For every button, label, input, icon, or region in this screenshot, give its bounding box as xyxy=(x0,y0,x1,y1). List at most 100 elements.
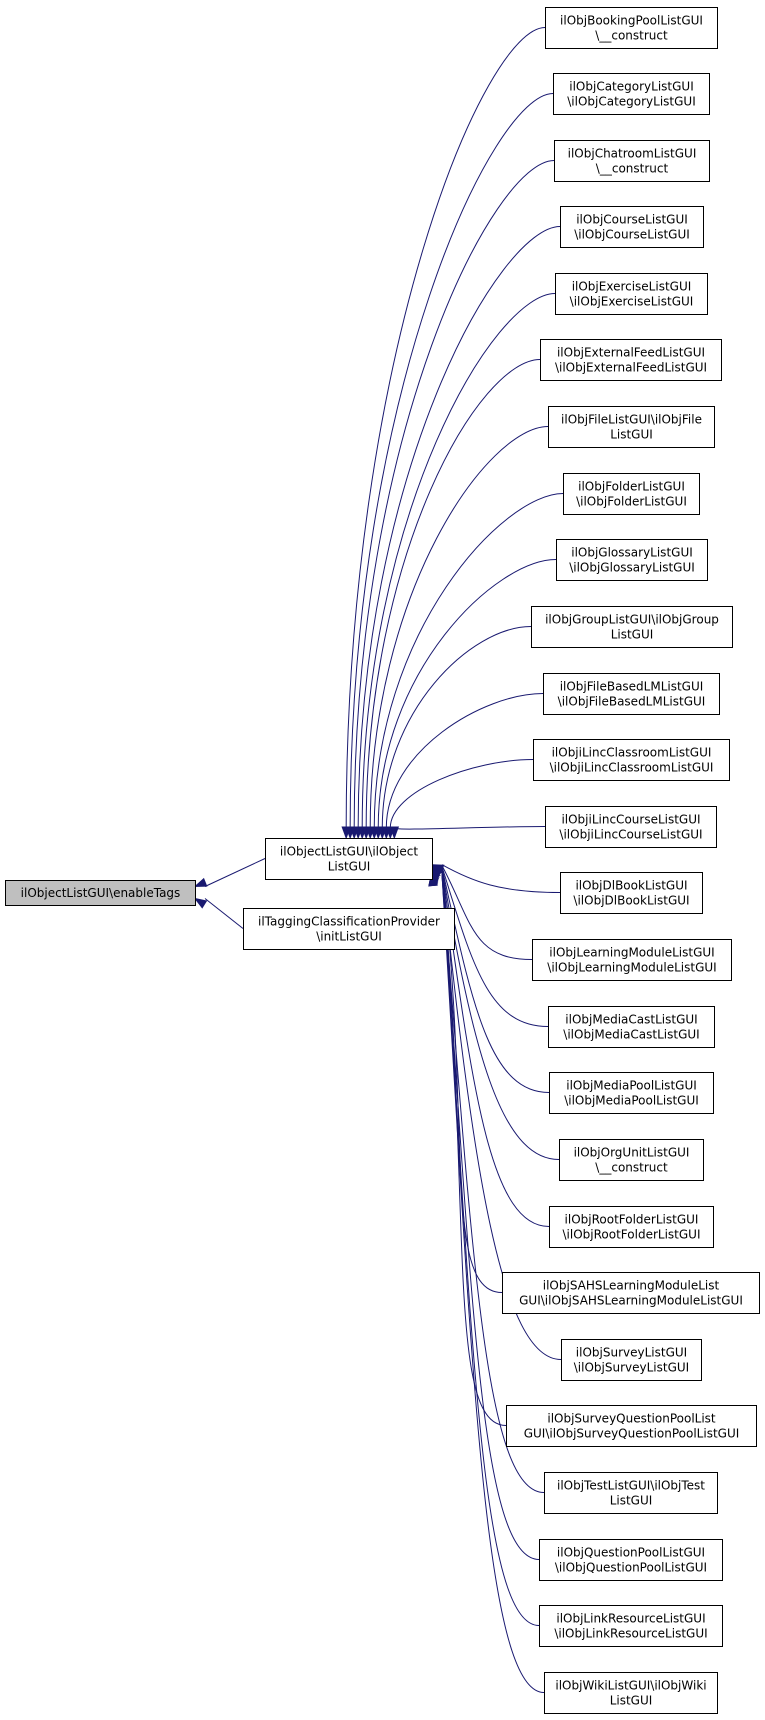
node-surveyqpool[interactable]: ilObjSurveyQuestionPoolListGUI\ilObjSurv… xyxy=(506,1405,757,1447)
node-ilinccourse[interactable]: ilObjiLincCourseListGUI\ilObjiLincCourse… xyxy=(545,806,717,848)
node-label-line: \__construct xyxy=(596,162,669,176)
node-mediapool[interactable]: ilObjMediaPoolListGUI\ilObjMediaPoolList… xyxy=(549,1072,714,1114)
node-label-line: ilObjTestListGUI\ilObjTest xyxy=(557,1479,705,1493)
edge-group-to-objlist xyxy=(377,626,532,840)
node-label-line: ListGUI xyxy=(610,428,653,442)
node-box xyxy=(545,7,718,49)
node-box xyxy=(532,939,732,981)
edge-qpool-to-objlist xyxy=(428,872,540,1560)
node-box xyxy=(502,1272,760,1314)
edge-line xyxy=(345,27,546,829)
edge-ilinccourse-to-objlist xyxy=(389,826,546,840)
node-qpool[interactable]: ilObjQuestionPoolListGUI\ilObjQuestionPo… xyxy=(539,1539,723,1581)
node-label-line: \__construct xyxy=(595,29,668,43)
node-dlbook[interactable]: ilObjDlBookListGUI\ilObjDlBookListGUI xyxy=(560,872,703,914)
node-survey[interactable]: ilObjSurveyListGUI\ilObjSurveyListGUI xyxy=(561,1339,702,1381)
node-box xyxy=(544,1472,718,1514)
edge-line xyxy=(369,426,549,829)
node-folder[interactable]: ilObjFolderListGUI\ilObjFolderListGUI xyxy=(563,473,700,515)
node-extfeed[interactable]: ilObjExternalFeedListGUI\ilObjExternalFe… xyxy=(540,339,722,381)
node-box xyxy=(5,880,196,906)
node-rootfolder[interactable]: ilObjRootFolderListGUI\ilObjRootFolderLi… xyxy=(549,1206,714,1248)
node-group[interactable]: ilObjGroupListGUI\ilObjGroupListGUI xyxy=(531,606,733,648)
edge-line xyxy=(389,759,534,829)
node-label-line: ilObjFolderListGUI xyxy=(578,480,685,494)
node-label-line: \ilObjDlBookListGUI xyxy=(573,894,689,908)
node-enable[interactable]: ilObjectListGUI\enableTags xyxy=(5,880,196,906)
edge-line xyxy=(441,872,507,1426)
node-sahs[interactable]: ilObjSAHSLearningModuleListGUI\ilObjSAHS… xyxy=(502,1272,760,1314)
edge-chatroom-to-objlist xyxy=(349,160,555,840)
node-tagging[interactable]: ilTaggingClassificationProvider\initList… xyxy=(243,908,455,950)
node-label-line: ilObjiLincCourseListGUI xyxy=(561,813,700,827)
node-label-line: ListGUI xyxy=(611,628,654,642)
node-box xyxy=(548,406,715,448)
node-box xyxy=(556,539,708,581)
node-label-line: ilObjectListGUI\enableTags xyxy=(21,886,181,900)
node-label-line: \__construct xyxy=(595,1161,668,1175)
edge-objlist-to-enable xyxy=(193,858,266,888)
edge-linkres-to-objlist xyxy=(428,873,540,1626)
edge-file-to-objlist xyxy=(365,426,549,840)
node-label-line: ilObjSurveyQuestionPoolList xyxy=(547,1412,716,1426)
node-course[interactable]: ilObjCourseListGUI\ilObjCourseListGUI xyxy=(560,206,704,248)
node-box xyxy=(560,872,703,914)
edge-tagging-to-enable xyxy=(193,897,244,929)
edge-line xyxy=(373,493,564,829)
edge-line xyxy=(385,693,544,829)
node-label-line: ilObjExternalFeedListGUI xyxy=(557,346,705,360)
node-file[interactable]: ilObjFileListGUI\ilObjFileListGUI xyxy=(548,406,715,448)
node-label-line: \ilObjiLincCourseListGUI xyxy=(559,828,702,842)
edge-extfeed-to-objlist xyxy=(361,359,541,840)
node-label-line: ilObjLinkResourceListGUI xyxy=(556,1612,705,1626)
edge-wiki-to-objlist xyxy=(428,873,545,1693)
node-label-line: ilObjMediaCastListGUI xyxy=(565,1013,697,1027)
node-linkres[interactable]: ilObjLinkResourceListGUI\ilObjLinkResour… xyxy=(539,1605,723,1647)
node-label-line: GUI\ilObjSurveyQuestionPoolListGUI xyxy=(524,1427,740,1441)
node-label-line: \ilObjFolderListGUI xyxy=(576,495,687,509)
node-label-line: ilObjWikiListGUI\ilObjWiki xyxy=(555,1679,706,1693)
node-label-line: ListGUI xyxy=(328,860,371,874)
node-box xyxy=(539,1539,723,1581)
node-label-line: GUI\ilObjSAHSLearningModuleListGUI xyxy=(519,1294,743,1308)
edge-line xyxy=(349,93,554,829)
node-chatroom[interactable]: ilObjChatroomListGUI\__construct xyxy=(554,140,710,182)
node-box xyxy=(548,1006,715,1048)
edge-test-to-objlist xyxy=(428,871,545,1493)
edge-line xyxy=(361,293,556,829)
node-box xyxy=(563,473,700,515)
edge-filebasedlm-to-objlist xyxy=(381,693,544,840)
node-ilincclass[interactable]: ilObjiLincClassroomListGUI\ilObjiLincCla… xyxy=(533,739,730,781)
node-learnmod[interactable]: ilObjLearningModuleListGUI\ilObjLearning… xyxy=(532,939,732,981)
edge-arrowhead xyxy=(428,873,438,887)
node-mediacast[interactable]: ilObjMediaCastListGUI\ilObjMediaCastList… xyxy=(548,1006,715,1048)
node-box xyxy=(243,908,455,950)
node-booking[interactable]: ilObjBookingPoolListGUI\__construct xyxy=(545,7,718,49)
node-label-line: \ilObjCourseListGUI xyxy=(574,228,690,242)
node-box xyxy=(545,806,717,848)
node-label-line: ilObjMediaPoolListGUI xyxy=(566,1079,697,1093)
node-label-line: ilObjExerciseListGUI xyxy=(572,280,692,294)
node-category[interactable]: ilObjCategoryListGUI\ilObjCategoryListGU… xyxy=(553,73,710,115)
node-label-line: ilObjOrgUnitListGUI xyxy=(574,1146,690,1160)
node-glossary[interactable]: ilObjGlossaryListGUI\ilObjGlossaryListGU… xyxy=(556,539,708,581)
node-test[interactable]: ilObjTestListGUI\ilObjTestListGUI xyxy=(544,1472,718,1514)
node-label-line: \ilObjiLincClassroomListGUI xyxy=(550,761,714,775)
node-objlist[interactable]: ilObjectListGUI\ilObjectListGUI xyxy=(265,838,433,880)
node-label-line: \ilObjLinkResourceListGUI xyxy=(554,1627,707,1641)
node-label-line: \ilObjExternalFeedListGUI xyxy=(555,361,707,375)
node-exercise[interactable]: ilObjExerciseListGUI\ilObjExerciseListGU… xyxy=(555,273,708,315)
node-filebasedlm[interactable]: ilObjFileBasedLMListGUI\ilObjFileBasedLM… xyxy=(543,673,720,715)
node-label-line: ilObjCourseListGUI xyxy=(576,213,688,227)
node-wiki[interactable]: ilObjWikiListGUI\ilObjWikiListGUI xyxy=(544,1672,718,1714)
node-box xyxy=(544,1672,718,1714)
node-box xyxy=(539,1605,723,1647)
node-label-line: ilObjGlossaryListGUI xyxy=(571,546,693,560)
edge-line xyxy=(441,871,562,1360)
node-box xyxy=(506,1405,757,1447)
node-label-line: ilObjSurveyListGUI xyxy=(576,1346,687,1360)
node-orgunit[interactable]: ilObjOrgUnitListGUI\__construct xyxy=(559,1139,704,1181)
node-label-line: ilObjSAHSLearningModuleList xyxy=(543,1279,720,1293)
node-label-line: \ilObjMediaCastListGUI xyxy=(563,1028,699,1042)
edge-line xyxy=(381,626,532,829)
